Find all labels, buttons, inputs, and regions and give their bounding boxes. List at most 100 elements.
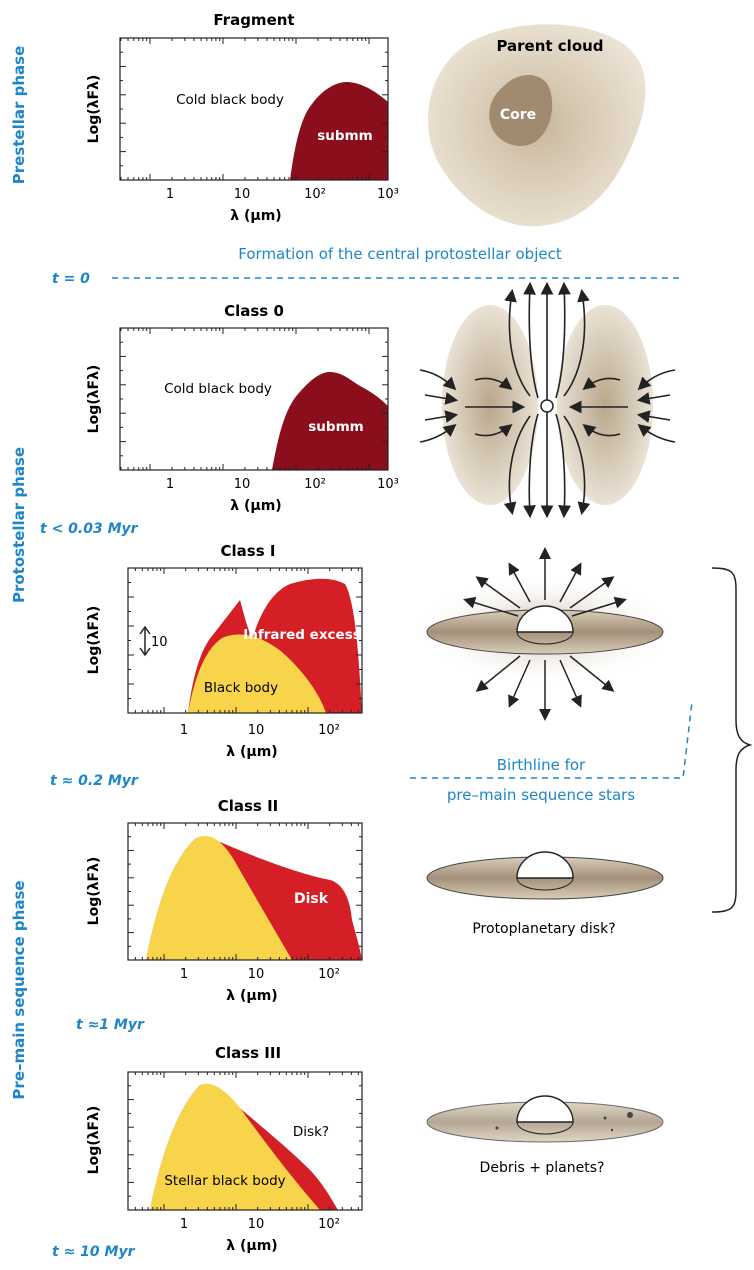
infall-arrow [419,369,457,391]
birthline-label-1: Birthline for [497,756,586,774]
debris-label: Debris + planets? [480,1160,605,1176]
x-axis-label: λ (μm) [226,1238,277,1254]
phase-label-premain: Pre–main sequence phase [10,880,28,1099]
sed-label-cold-black-body: Cold black body [176,92,284,108]
sed-panel-class1: Class I Infrared excess Black body 10 Lo… [86,542,363,760]
protoplanetary-label: Protoplanetary disk? [472,921,615,937]
protostar-dot [540,399,554,413]
field-line [555,413,571,519]
x-tick-label: 10 [248,1217,265,1232]
infall-arrow [636,392,671,405]
y-axis-label: Log(λFλ) [86,365,102,434]
parent-cloud-label: Parent cloud [496,37,603,55]
infall-arrow [424,410,459,423]
panel-title: Class III [215,1044,281,1062]
x-axis-label: λ (μm) [230,208,281,224]
submm-sed-curve [272,372,388,470]
outflow-arrow [559,659,582,708]
planet-dot [627,1112,633,1118]
infall-arrow [582,424,621,437]
axis-ticks [120,38,388,1210]
time-t0: t = 0 [52,271,90,287]
black-body-curve [146,836,292,960]
x-tick-label: 1 [166,187,174,202]
central-star-lower [516,631,574,645]
y-axis-label: Log(λFλ) [86,857,102,926]
x-tick-label: 10² [318,1217,340,1232]
sed-panel-class0: Class 0 Cold black body submm Log(λFλ) 1… [86,302,399,514]
x-tick-label: 10³ [377,187,399,202]
infall-arrow [637,369,676,391]
central-star [516,851,574,879]
x-tick-label: 10 [234,477,251,492]
time-class0: t < 0.03 Myr [40,521,139,537]
sed-label-black-body: Black body [204,680,278,696]
x-tick-label: 10² [304,477,326,492]
x-axis-label: λ (μm) [226,988,277,1004]
black-body-curve [188,634,326,713]
x-tick-label: 10 [248,723,265,738]
curly-brace [711,567,753,913]
planet-dot [603,1116,607,1120]
outflow-arrow [569,576,615,609]
field-line [563,288,590,397]
field-line [523,413,539,519]
x-tick-label: 1 [180,723,188,738]
x-tick-label: 10² [318,723,340,738]
core-label: Core [500,107,536,123]
sed-label-stellar-black-body: Stellar black body [164,1173,285,1189]
phase-label-protostellar: Protostellar phase [10,447,28,603]
submm-sed-curve [290,82,388,180]
central-star-lower [516,1121,574,1135]
outflow-arrow [508,659,531,708]
sed-label-disk: Disk [294,891,329,907]
panel-title: Fragment [213,11,294,29]
field-line [523,281,539,399]
planet-dot [495,1126,499,1130]
x-tick-label: 10² [304,187,326,202]
formation-label: Formation of the central protostellar ob… [238,245,562,263]
x-tick-label: 1 [180,967,188,982]
panel-title: Class I [221,542,276,560]
class2-disk-illustration: Protoplanetary disk? [426,851,664,937]
sed-panel-fragment: Fragment Cold black body submm Log(λFλ) … [86,11,399,224]
x-tick-label: 10 [248,967,265,982]
x-axis-label: λ (μm) [230,498,281,514]
outflow-arrow [475,576,521,609]
outflow-arrow [475,655,521,692]
outflow-arrow [508,562,531,603]
sed-label-infrared-excess: Infrared excess [243,627,361,643]
x-tick-label: 10² [318,967,340,982]
birthline-dashed-line [410,701,693,779]
sed-label-submm: submm [317,128,372,144]
phase-label-prestellar: Prestellar phase [10,46,28,185]
x-tick-label: 1 [166,477,174,492]
time-class1: t ≈ 0.2 Myr [50,773,139,789]
infall-arrow [636,410,671,423]
infall-arrow [582,377,621,390]
central-star-lower [516,877,574,891]
x-tick-label: 10 [234,187,251,202]
panel-title: Class 0 [224,302,284,320]
envelope-lobe-left [442,305,538,505]
panel-title: Class II [218,797,279,815]
x-axis-label: λ (μm) [226,744,277,760]
parent-cloud-illustration: Parent cloud Core [427,24,646,227]
sed-label-disk: Disk? [293,1124,329,1140]
field-line [504,288,531,397]
field-line [555,281,571,399]
sed-label-submm: submm [308,419,363,435]
outflow-arrow [571,596,627,617]
planet-dot [610,1128,614,1132]
infall-arrow [474,377,513,390]
y-axis-label: Log(λFλ) [86,1106,102,1175]
field-line [563,415,591,516]
class0-envelope-illustration [419,281,676,519]
stellar-black-body-curve [150,1083,320,1210]
central-star [516,605,574,633]
x-tick-label: 10³ [377,477,399,492]
scale-bar-label: 10 [151,635,168,650]
sed-label-cold-black-body: Cold black body [164,381,272,397]
x-tick-label: 1 [180,1217,188,1232]
